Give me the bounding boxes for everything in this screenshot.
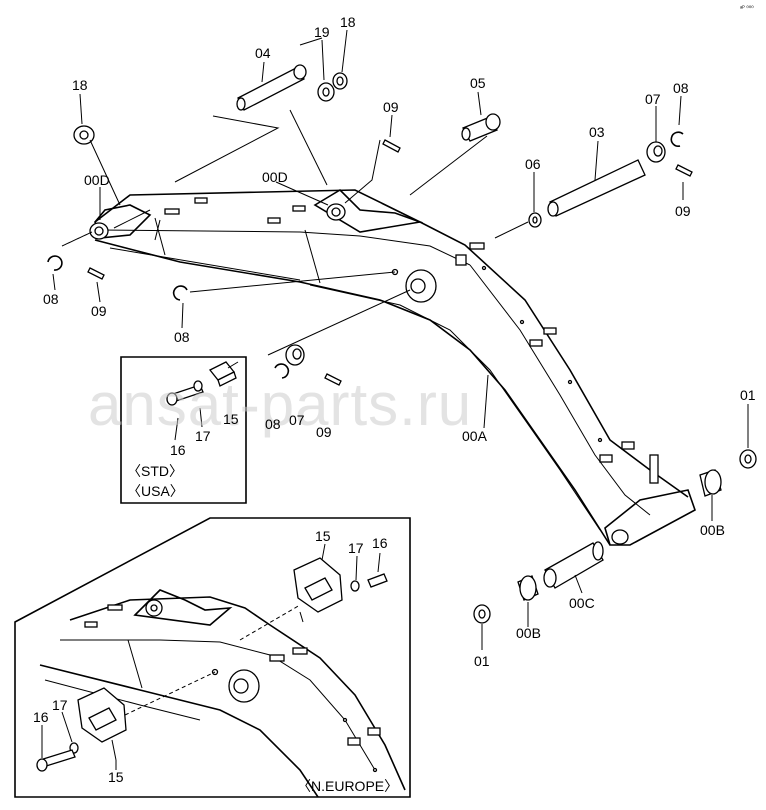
variant-n-europe: 〈N.EUROPE〉 [297, 778, 398, 794]
collar-07-mid [285, 344, 305, 366]
label-17-europe-top: 17 [348, 540, 364, 556]
variant-labels: 〈STD〉 〈USA〉 〈N.EUROPE〉 [127, 463, 398, 794]
bushing-00B-lower [517, 575, 539, 601]
label-00D-right: 00D [262, 169, 288, 185]
label-17-europe-bottom: 17 [52, 697, 68, 713]
washer-06 [528, 212, 542, 228]
leader-lines [52, 29, 749, 650]
label-00B-lower: 00B [516, 625, 541, 641]
label-01-lower: 01 [474, 653, 490, 669]
label-00B-right: 00B [700, 522, 725, 538]
pin-03 [547, 159, 646, 217]
washer-19 [317, 82, 335, 102]
label-00A: 00A [462, 428, 488, 444]
part-labels: 04 19 18 18 05 09 03 07 08 09 06 00D 00D… [33, 14, 756, 785]
label-00D-left: 00D [84, 172, 110, 188]
label-06: 06 [525, 156, 541, 172]
label-09-left: 09 [91, 303, 107, 319]
label-18-left: 18 [72, 77, 88, 93]
bolt-09 [87, 139, 693, 386]
label-07-top: 07 [645, 91, 661, 107]
label-16-europe-top: 16 [372, 535, 388, 551]
label-09-right: 09 [675, 203, 691, 219]
ring-18-top [332, 72, 348, 90]
std-usa-inset [120, 356, 247, 504]
bushing-00C [543, 541, 604, 589]
label-04: 04 [255, 45, 271, 61]
label-09-top: 09 [383, 99, 399, 115]
snap-ring-08 [47, 131, 684, 379]
collar-07-top [646, 141, 666, 163]
label-00C: 00C [569, 595, 595, 611]
variant-std: 〈STD〉 [127, 463, 183, 479]
label-17-std: 17 [195, 428, 211, 444]
label-08-mid: 08 [174, 329, 190, 345]
label-08-lower: 08 [265, 416, 281, 432]
label-09-lower: 09 [316, 424, 332, 440]
boom-main [89, 188, 696, 546]
watermark: ansat-parts.ru [88, 371, 472, 438]
label-19: 19 [314, 24, 330, 40]
label-07-lower: 07 [289, 412, 305, 428]
pin-04 [174, 64, 307, 183]
label-18-top: 18 [340, 14, 356, 30]
ring-18-left [73, 125, 95, 145]
label-01-right: 01 [740, 387, 756, 403]
n-europe-inset [14, 517, 411, 798]
bushing-00B-right [699, 469, 722, 497]
pin-05 [461, 113, 501, 142]
label-15-std: 15 [223, 411, 239, 427]
label-08-left: 08 [43, 291, 59, 307]
label-15-europe-top: 15 [315, 528, 331, 544]
corner-mark: ᵃᴾ ⁰⁰⁰ [740, 5, 754, 12]
label-15-europe-bottom: 15 [108, 769, 124, 785]
washer-01-lower [473, 604, 491, 624]
washer-01-right [739, 449, 757, 469]
label-08-top: 08 [673, 80, 689, 96]
label-03: 03 [589, 124, 605, 140]
label-16-europe-bottom: 16 [33, 709, 49, 725]
label-05: 05 [470, 75, 486, 91]
label-16-std: 16 [170, 442, 186, 458]
variant-usa: 〈USA〉 [127, 483, 184, 499]
